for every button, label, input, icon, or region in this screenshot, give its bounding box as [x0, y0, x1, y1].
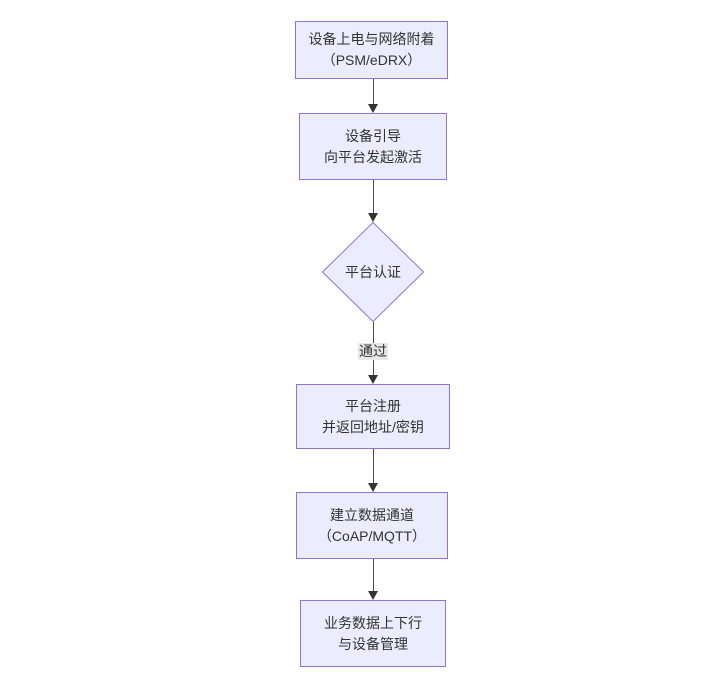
edge-bootstrap-to-auth — [367, 180, 379, 222]
edge-line — [372, 79, 374, 108]
edge-register-to-channel — [367, 449, 379, 492]
arrow-down-icon — [368, 591, 378, 600]
edge-auth-to-register: 通过 — [358, 322, 388, 384]
arrow-down-icon — [368, 104, 378, 113]
edge-line — [372, 559, 374, 595]
node-channel-line2: （CoAP/MQTT） — [317, 527, 427, 544]
node-bootstrap-line1: 设备引导 — [345, 127, 401, 144]
node-business-line2: 与设备管理 — [338, 635, 408, 652]
node-register: 平台注册 并返回地址/密钥 — [296, 384, 450, 449]
node-bootstrap: 设备引导 向平台发起激活 — [299, 113, 447, 180]
node-auth-label: 平台认证 — [345, 264, 401, 280]
node-business: 业务数据上下行 与设备管理 — [300, 600, 446, 667]
edge-label-pass: 通过 — [358, 343, 388, 360]
node-channel: 建立数据通道 （CoAP/MQTT） — [296, 492, 448, 559]
node-bootstrap-line2: 向平台发起激活 — [324, 148, 422, 165]
diamond-shape-icon — [322, 222, 424, 322]
edge-channel-to-business — [367, 559, 379, 600]
arrow-down-icon — [368, 375, 378, 384]
edge-line — [372, 449, 374, 487]
node-auth-decision: 平台认证 — [322, 222, 424, 322]
node-register-line2: 并返回地址/密钥 — [322, 418, 424, 435]
arrow-down-icon — [368, 213, 378, 222]
node-register-line1: 平台注册 — [345, 397, 401, 414]
edge-line — [372, 180, 374, 217]
node-channel-line1: 建立数据通道 — [330, 506, 414, 523]
arrow-down-icon — [368, 483, 378, 492]
node-power-attach: 设备上电与网络附着 （PSM/eDRX） — [295, 21, 448, 79]
edge-power-attach-to-bootstrap — [367, 79, 379, 113]
node-power-attach-line1: 设备上电与网络附着 — [308, 31, 435, 47]
node-business-line1: 业务数据上下行 — [324, 614, 422, 631]
node-power-attach-line2: （PSM/eDRX） — [321, 52, 422, 68]
